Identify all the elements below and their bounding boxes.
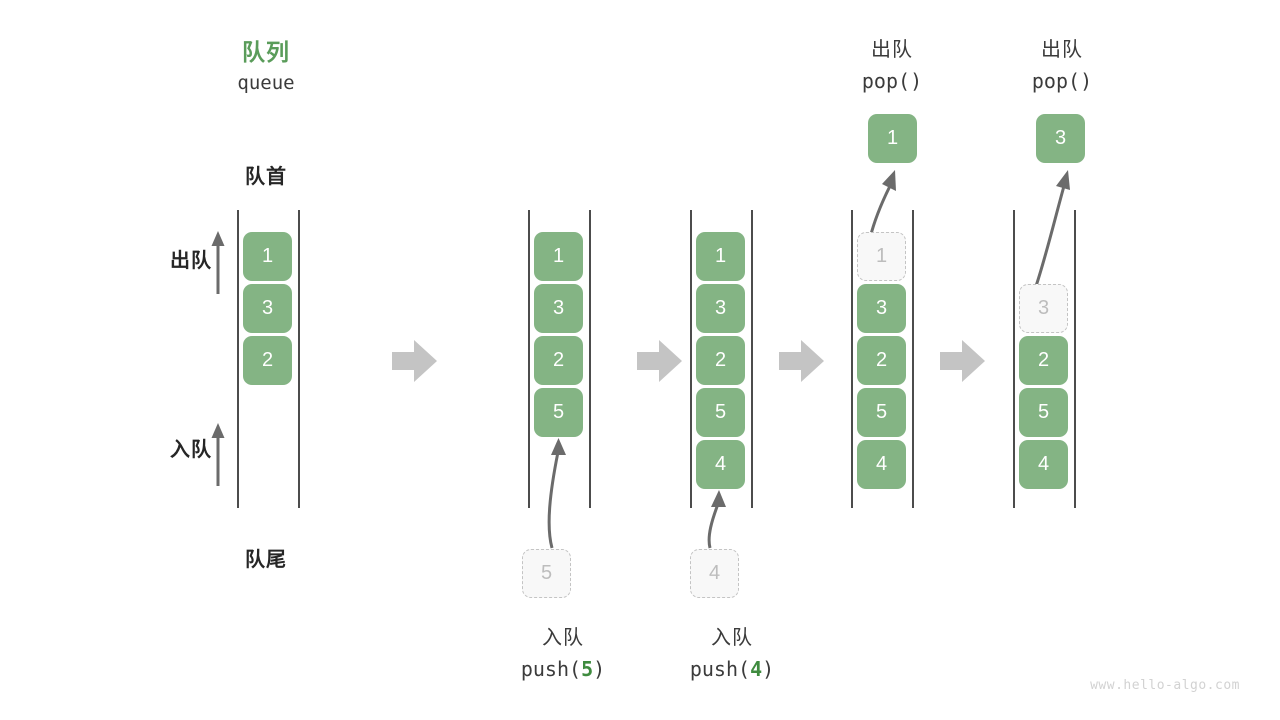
queue-cell: 3 bbox=[243, 284, 292, 333]
push-code-arg: 5 bbox=[581, 657, 594, 681]
pop-caption-code: pop() bbox=[812, 69, 972, 93]
pop-caption-cn: 出队 bbox=[1041, 39, 1083, 61]
push-flow-arrow-icon bbox=[707, 490, 726, 549]
queue-cell: 2 bbox=[243, 336, 292, 385]
queue-cell: 2 bbox=[857, 336, 906, 385]
rear-label: 队尾 bbox=[245, 549, 287, 571]
queue-cell: 4 bbox=[1019, 440, 1068, 489]
push-code-suffix: ) bbox=[762, 657, 775, 681]
queue-rail-right-1 bbox=[298, 210, 300, 508]
pop-flow-arrow-icon bbox=[868, 170, 896, 239]
queue-cell: 3 bbox=[696, 284, 745, 333]
queue-cell: 1 bbox=[696, 232, 745, 281]
push-code-arg: 4 bbox=[750, 657, 763, 681]
pop-caption-cn: 出队 bbox=[871, 39, 913, 61]
queue-cell: 5 bbox=[534, 388, 583, 437]
pop-result-cell: 1 bbox=[868, 114, 917, 163]
queue-cell: 5 bbox=[696, 388, 745, 437]
push-source-ghost-cell: 5 bbox=[522, 549, 571, 598]
queue-cell: 5 bbox=[1019, 388, 1068, 437]
step-separator-arrow-icon bbox=[392, 340, 437, 382]
push-code-prefix: push( bbox=[689, 657, 751, 681]
queue-rail-right-2 bbox=[589, 210, 591, 508]
push-source-ghost-cell: 4 bbox=[690, 549, 739, 598]
push-code-suffix: ) bbox=[593, 657, 606, 681]
push-caption-code: push(5) bbox=[483, 657, 643, 681]
dequeue-direction-arrow-icon bbox=[211, 231, 225, 294]
push-caption-code: push(4) bbox=[652, 657, 812, 681]
step-separator-arrow-icon bbox=[637, 340, 682, 382]
queue-cell: 3 bbox=[534, 284, 583, 333]
diagram-title-en: queue bbox=[237, 72, 295, 94]
queue-rail-left-4 bbox=[851, 210, 853, 508]
queue-cell: 1 bbox=[534, 232, 583, 281]
queue-rail-left-1 bbox=[237, 210, 239, 508]
pop-code-suffix: ) bbox=[1080, 69, 1093, 93]
push-caption-cn: 入队 bbox=[542, 627, 584, 649]
queue-cell: 2 bbox=[534, 336, 583, 385]
queue-cell: 1 bbox=[243, 232, 292, 281]
queue-cell: 4 bbox=[696, 440, 745, 489]
queue-rail-right-5 bbox=[1074, 210, 1076, 508]
pop-result-cell: 3 bbox=[1036, 114, 1085, 163]
push-caption-cn: 入队 bbox=[711, 627, 753, 649]
pop-code-prefix: pop( bbox=[861, 69, 911, 93]
queue-cell: 2 bbox=[1019, 336, 1068, 385]
queue-rail-left-2 bbox=[528, 210, 530, 508]
queue-cell: 5 bbox=[857, 388, 906, 437]
queue-cell: 2 bbox=[696, 336, 745, 385]
queue-rail-right-4 bbox=[912, 210, 914, 508]
diagram-title-cn: 队列 bbox=[242, 39, 290, 65]
front-label: 队首 bbox=[245, 166, 287, 188]
pop-code-suffix: ) bbox=[910, 69, 923, 93]
queue-rail-left-3 bbox=[690, 210, 692, 508]
queue-rail-left-5 bbox=[1013, 210, 1015, 508]
dequeue-direction-label: 出队 bbox=[170, 250, 212, 272]
pop-flow-arrow-icon bbox=[1032, 170, 1070, 293]
queue-cell: 3 bbox=[857, 284, 906, 333]
watermark: www.hello-algo.com bbox=[1090, 678, 1240, 693]
push-code-prefix: push( bbox=[520, 657, 582, 681]
queue-cell-ghost: 3 bbox=[1019, 284, 1068, 333]
enqueue-direction-label: 入队 bbox=[170, 439, 212, 461]
push-flow-arrow-icon bbox=[547, 438, 566, 549]
pop-code-prefix: pop( bbox=[1031, 69, 1081, 93]
step-separator-arrow-icon bbox=[779, 340, 824, 382]
enqueue-direction-arrow-icon bbox=[211, 423, 225, 486]
queue-cell-ghost: 1 bbox=[857, 232, 906, 281]
pop-caption-code: pop() bbox=[982, 69, 1142, 93]
queue-cell: 4 bbox=[857, 440, 906, 489]
step-separator-arrow-icon bbox=[940, 340, 985, 382]
queue-rail-right-3 bbox=[751, 210, 753, 508]
